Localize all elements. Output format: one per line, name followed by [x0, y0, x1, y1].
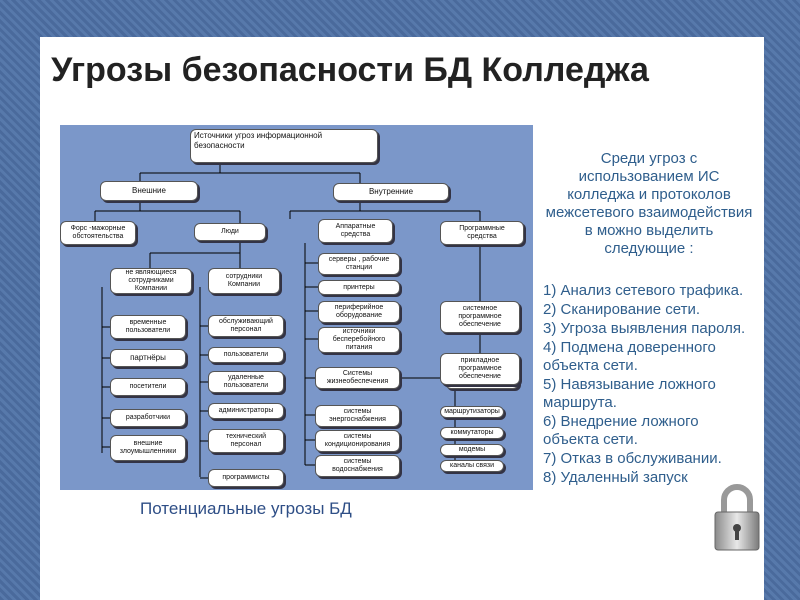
internal-node: Внутренние	[333, 183, 449, 201]
list-item: посетители	[110, 378, 186, 396]
slide-title: Угрозы безопасности БД Колледжа	[51, 51, 649, 89]
list-item: прикладное программное обеспечение	[440, 353, 520, 385]
list-item: технический персонал	[208, 429, 284, 453]
list-item: обслуживающий персонал	[208, 315, 284, 337]
list-item: принтеры	[318, 280, 400, 295]
list-item: временные пользователи	[110, 315, 186, 339]
list-item: серверы , рабочие станции	[318, 253, 400, 275]
list-item: системы водоснабжения	[315, 455, 400, 477]
list-item: 2) Сканирование сети.	[543, 301, 700, 318]
list-item: системы кондиционирования	[315, 430, 400, 452]
not-employees-node: не являющиеся сотрудниками Компании	[110, 268, 192, 294]
hardware-node: Аппаратные средства	[318, 219, 393, 243]
list-item: модемы	[440, 444, 504, 456]
list-item: системное программное обеспечение	[440, 301, 520, 333]
list-item: программисты	[208, 469, 284, 487]
list-item: 7) Отказ в обслуживании.	[543, 450, 722, 467]
threats-panel: Среди угроз с использованием ИС колледжа…	[543, 150, 755, 488]
software-node: Программные средства	[440, 221, 524, 245]
list-item: каналы связи	[440, 460, 504, 472]
list-item: периферийное оборудование	[318, 301, 400, 323]
list-item: 3) Угроза выявления пароля.	[543, 320, 746, 337]
list-item: разработчики	[110, 409, 186, 427]
slide: Угрозы безопасности БД Колледжа	[40, 37, 764, 600]
root-node: Источники угроз информационной безопасно…	[190, 129, 378, 163]
list-item: партнёры	[110, 349, 186, 367]
list-item: коммутаторы	[440, 427, 504, 439]
list-item: маршрутизаторы	[440, 406, 504, 418]
external-node: Внешние	[100, 181, 198, 201]
list-item: 8) Удаленный запуск	[543, 469, 688, 486]
diagram-caption: Потенциальные угрозы БД	[140, 499, 352, 518]
list-item: 4) Подмена доверенного объекта сети.	[543, 339, 716, 374]
threat-sources-diagram: Источники угроз информационной безопасно…	[60, 125, 533, 490]
threats-list: 1) Анализ сетевого трафика. 2) Сканирова…	[543, 282, 755, 487]
people-node: Люди	[194, 223, 266, 241]
list-item: администраторы	[208, 403, 284, 419]
life-support-node: Системы жизнеобеспечения	[315, 367, 400, 389]
list-item: внешние злоумышленники	[110, 435, 186, 461]
list-item: удаленные пользователи	[208, 371, 284, 393]
threats-intro: Среди угроз с использованием ИС колледжа…	[545, 150, 753, 257]
force-majeure-node: Форс -мажорные обстоятельства	[60, 221, 136, 245]
list-item: 1) Анализ сетевого трафика.	[543, 282, 744, 299]
list-item: пользователи	[208, 347, 284, 363]
list-item: системы энергоснабжения	[315, 405, 400, 427]
padlock-icon	[712, 482, 762, 559]
list-item: 5) Навязывание ложного маршрута.	[543, 376, 716, 411]
list-item: источники бесперебойного питания	[318, 327, 400, 353]
employees-node: сотрудники Компании	[208, 268, 280, 294]
list-item: 6) Внедрение ложного объекта сети.	[543, 413, 699, 448]
